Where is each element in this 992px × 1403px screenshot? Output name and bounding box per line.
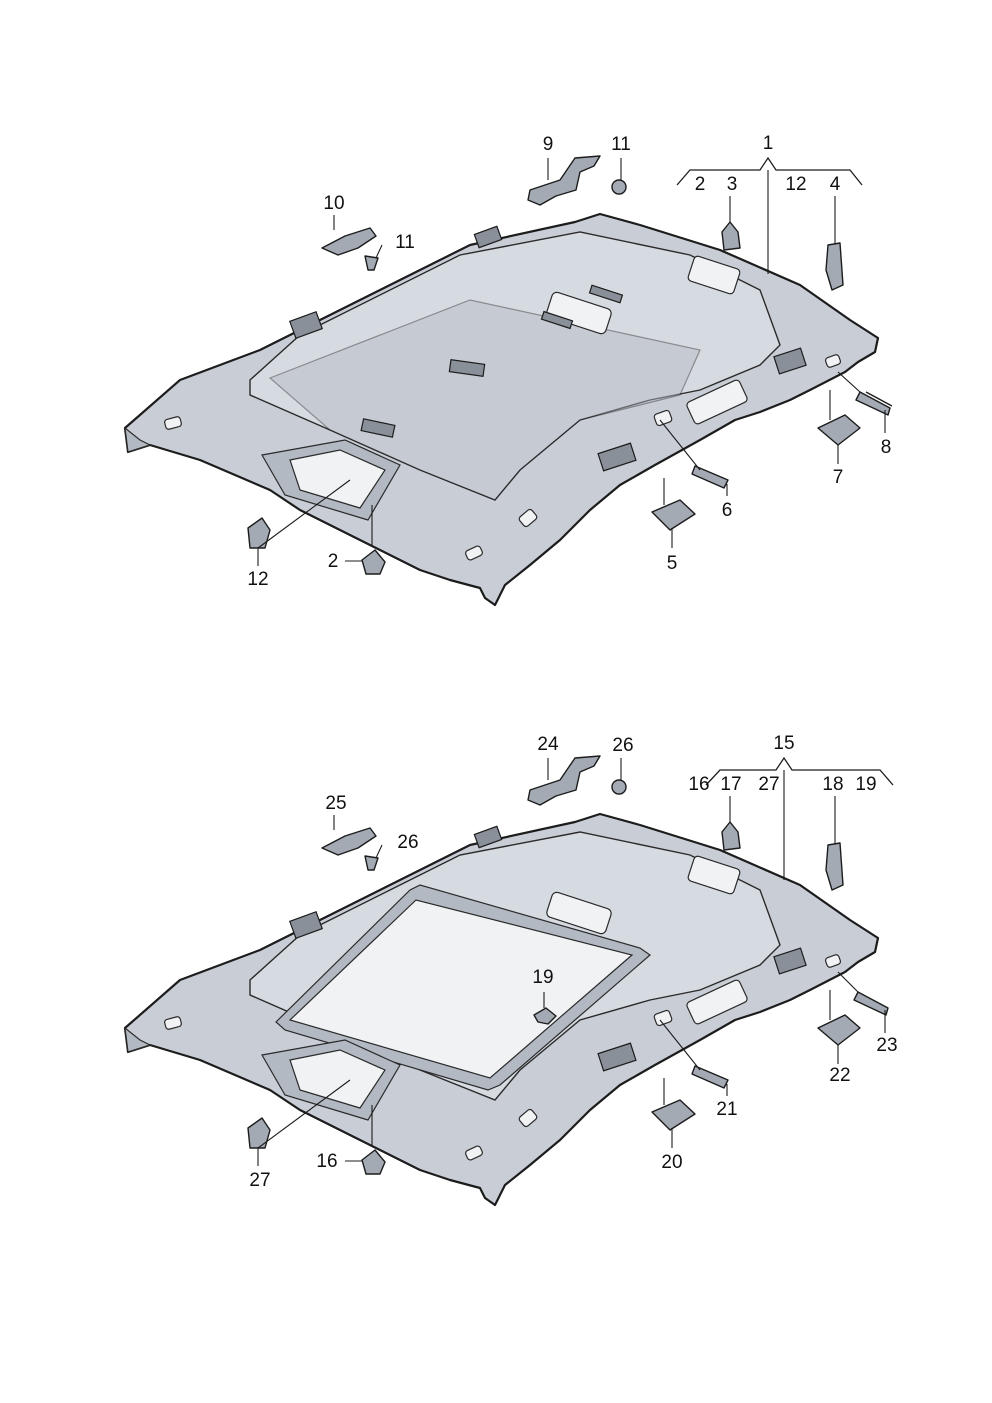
clip-part-8 xyxy=(855,391,893,416)
callout-assembly: 1 xyxy=(763,133,774,154)
group-brace-top xyxy=(676,156,863,186)
callout-group-5: 19 xyxy=(855,774,876,795)
sunroof-opening xyxy=(288,899,634,1079)
callout-handle-side: 25 xyxy=(325,793,346,814)
callout-handle-side: 10 xyxy=(323,193,344,214)
screw-part-26 xyxy=(611,779,627,795)
headliner-diagram-top: 1 2 3 12 4 9 11 10 11 8 7 6 5 12 2 xyxy=(123,133,893,607)
clip-part-19 xyxy=(533,1007,557,1025)
headliner-bottom xyxy=(123,812,880,1207)
callout-group-4: 4 xyxy=(830,174,841,195)
callout-group-2: 3 xyxy=(727,174,738,195)
callout-clip-left: 27 xyxy=(249,1170,270,1191)
leader-lines-top xyxy=(257,158,886,566)
clip-part-4 xyxy=(825,242,844,291)
callout-screw-front: 26 xyxy=(612,735,633,756)
callout-holder-mid: 5 xyxy=(667,553,678,574)
callout-group-2: 17 xyxy=(720,774,741,795)
callout-handle-front: 24 xyxy=(537,734,559,755)
clip-part-17 xyxy=(721,821,741,851)
callout-sunroof-clip: 19 xyxy=(532,967,553,988)
callout-clip-mid: 21 xyxy=(716,1099,737,1120)
callout-holder-mid: 20 xyxy=(661,1152,682,1173)
holder-part-5 xyxy=(651,499,696,531)
screw-part-26 xyxy=(364,855,379,871)
callout-clip-rear: 22 xyxy=(829,1065,850,1086)
handle-part-9 xyxy=(527,155,601,206)
clip-part-22 xyxy=(817,1014,861,1046)
clip-part-7 xyxy=(817,414,861,446)
callout-handle-front: 9 xyxy=(543,134,554,155)
callout-clip-rear: 7 xyxy=(833,467,844,488)
callout-clip-mid: 6 xyxy=(722,500,733,521)
clip-part-21 xyxy=(691,1065,729,1089)
callout-group-3: 12 xyxy=(785,174,806,195)
handle-part-24 xyxy=(527,755,601,806)
group-brace-bottom xyxy=(705,756,894,786)
callout-clip-right: 23 xyxy=(876,1035,897,1056)
clip-part-16 xyxy=(361,1149,386,1175)
callout-screw-front: 11 xyxy=(611,134,631,155)
callout-group-1: 2 xyxy=(695,174,706,195)
headliner-diagram-bottom: 15 16 17 27 18 19 24 26 25 26 23 22 21 2… xyxy=(123,733,898,1207)
clip-part-2 xyxy=(361,549,386,575)
callout-screw-side: 11 xyxy=(395,232,415,253)
clip-part-12 xyxy=(247,517,271,549)
clip-part-27 xyxy=(247,1117,271,1149)
handle-part-25 xyxy=(321,827,377,856)
headliner-top xyxy=(123,212,880,607)
clip-part-23 xyxy=(853,991,889,1016)
leader-lines-bottom xyxy=(257,758,886,1166)
clip-part-18 xyxy=(825,842,844,891)
screw-part-11 xyxy=(364,255,379,271)
callout-clip-bottom: 2 xyxy=(328,551,339,572)
screw-part-11 xyxy=(611,179,627,195)
callout-clip-bottom: 16 xyxy=(316,1151,337,1172)
callout-clip-left: 12 xyxy=(247,569,268,590)
callout-group-3: 27 xyxy=(758,774,779,795)
clip-part-6 xyxy=(691,465,729,489)
handle-part-10 xyxy=(321,227,377,256)
callout-group-4: 18 xyxy=(822,774,843,795)
callout-screw-side: 26 xyxy=(397,832,418,853)
callout-group-1: 16 xyxy=(688,774,709,795)
holder-part-20 xyxy=(651,1099,696,1131)
callout-assembly: 15 xyxy=(773,733,794,754)
callout-clip-right: 8 xyxy=(881,437,892,458)
clip-part-3 xyxy=(721,221,741,251)
